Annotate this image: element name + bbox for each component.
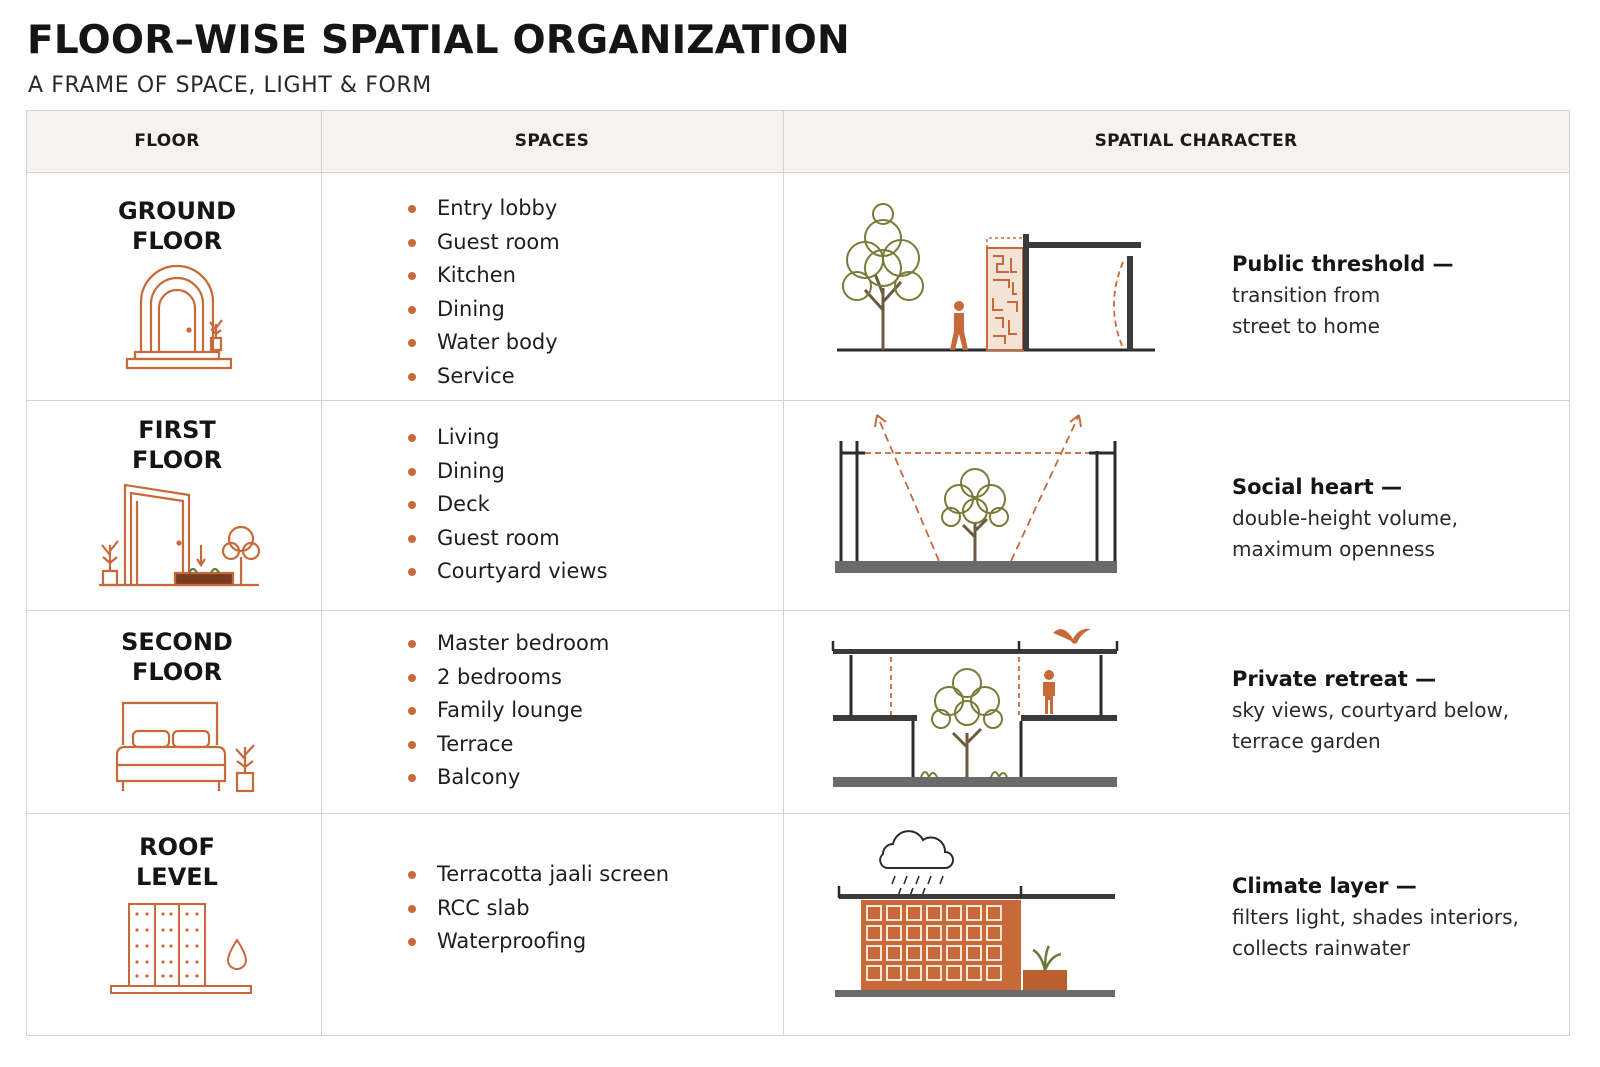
spaces-list: Master bedroom 2 bedrooms Family lounge …: [407, 627, 609, 795]
jaali-screen-icon: [110, 903, 252, 994]
column-divider: [321, 111, 322, 1035]
bed-icon: [115, 701, 255, 793]
character-title: Private retreat —: [1232, 667, 1437, 691]
spaces-list: Entry lobby Guest room Kitchen Dining Wa…: [407, 192, 560, 393]
character-desc: double-height volume, maximum openness: [1232, 506, 1458, 561]
table-row: ROOF LEVEL Terracotta jaali screen RCC s…: [27, 814, 1569, 1035]
list-item: Terrace: [407, 728, 609, 762]
table-row: SECOND FLOOR Master bedroom 2 bedrooms F…: [27, 611, 1569, 814]
list-item: Courtyard views: [407, 555, 608, 589]
spaces-list: Terracotta jaali screen RCC slab Waterpr…: [407, 858, 669, 959]
street-threshold-section: [837, 203, 1155, 352]
list-item: Dining: [407, 455, 608, 489]
bird-icon: [1053, 628, 1091, 644]
floor-name: ROOF LEVEL: [136, 833, 218, 891]
list-item: Family lounge: [407, 694, 609, 728]
climate-layer-section: [835, 830, 1115, 997]
floor-name: FIRST FLOOR: [131, 416, 223, 474]
list-item: Guest room: [407, 522, 608, 556]
character-title: Climate layer —: [1232, 874, 1417, 898]
list-item: Entry lobby: [407, 192, 560, 226]
list-item: 2 bedrooms: [407, 661, 609, 695]
floor-name: GROUND FLOOR: [117, 197, 237, 255]
list-item: Terracotta jaali screen: [407, 858, 669, 892]
page-title: FLOOR–WISE SPATIAL ORGANIZATION: [27, 18, 850, 63]
spatial-character: Public threshold — transition from stree…: [1232, 248, 1552, 342]
column-divider: [783, 111, 784, 1035]
spaces-list: Living Dining Deck Guest room Courtyard …: [407, 421, 608, 589]
list-item: Deck: [407, 488, 608, 522]
cloud-icon: [879, 830, 954, 869]
double-height-section: [835, 414, 1117, 573]
list-item: Kitchen: [407, 259, 560, 293]
open-door-planter-icon: [99, 483, 261, 587]
character-title: Social heart —: [1232, 475, 1402, 499]
character-desc: filters light, shades interiors, collect…: [1232, 905, 1519, 960]
spatial-character: Social heart — double-height volume, max…: [1232, 471, 1552, 565]
table-header: FLOOR SPACES SPATIAL CHARACTER: [27, 111, 1569, 173]
list-item: Living: [407, 421, 608, 455]
header-spaces: SPACES: [514, 131, 590, 151]
spatial-character: Climate layer — filters light, shades in…: [1232, 870, 1552, 964]
floor-table: FLOOR SPACES SPATIAL CHARACTER GROUND FL…: [26, 110, 1570, 1036]
list-item: Guest room: [407, 226, 560, 260]
page-subtitle: A FRAME OF SPACE, LIGHT & FORM: [28, 73, 432, 98]
table-row: GROUND FLOOR Entry lobby Guest room Kitc…: [27, 172, 1569, 401]
list-item: Balcony: [407, 761, 609, 795]
arched-door-icon: [125, 264, 233, 370]
private-retreat-section: [831, 628, 1119, 787]
list-item: RCC slab: [407, 892, 669, 926]
character-desc: transition from street to home: [1232, 283, 1381, 338]
list-item: Master bedroom: [407, 627, 609, 661]
person-icon: [950, 301, 968, 350]
person-icon: [1043, 670, 1055, 714]
header-floor: FLOOR: [134, 131, 200, 151]
spatial-character: Private retreat — sky views, courtyard b…: [1232, 663, 1552, 757]
character-desc: sky views, courtyard below, terrace gard…: [1232, 698, 1510, 753]
list-item: Dining: [407, 293, 560, 327]
floor-name: SECOND FLOOR: [121, 628, 233, 686]
table-row: FIRST FLOOR Living Dining Deck Guest ro: [27, 401, 1569, 611]
list-item: Service: [407, 360, 560, 394]
header-character: SPATIAL CHARACTER: [1094, 131, 1298, 151]
tree-icon: [842, 203, 924, 350]
list-item: Waterproofing: [407, 925, 669, 959]
character-title: Public threshold —: [1232, 252, 1454, 276]
list-item: Water body: [407, 326, 560, 360]
